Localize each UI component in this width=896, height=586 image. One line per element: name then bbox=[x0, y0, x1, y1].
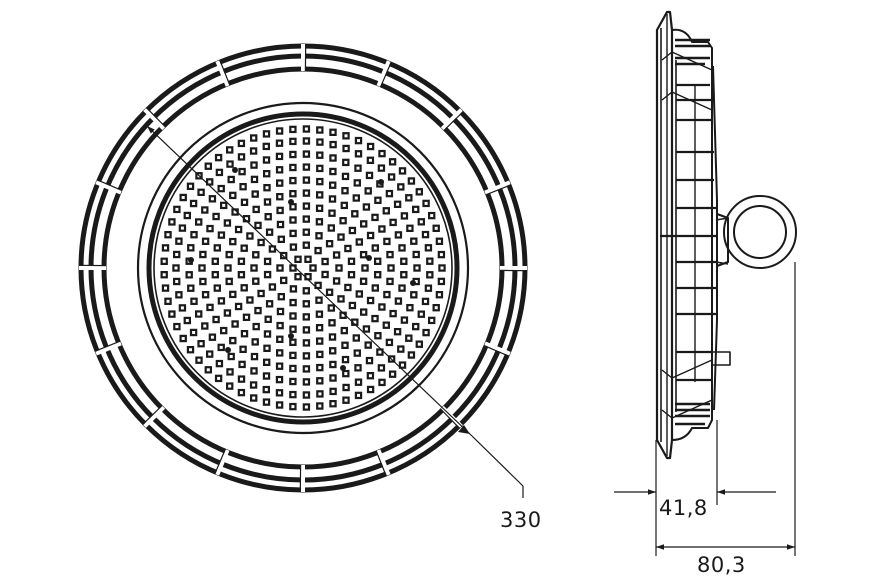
side-view bbox=[655, 10, 797, 460]
body-depth-label: 41,8 bbox=[659, 496, 708, 520]
led-array bbox=[160, 125, 446, 411]
front-view bbox=[78, 43, 528, 493]
diameter-label: 330 bbox=[500, 508, 542, 532]
depth-dimensions bbox=[614, 262, 796, 556]
diameter-dimension bbox=[146, 125, 524, 498]
total-depth-label: 80,3 bbox=[697, 553, 746, 577]
